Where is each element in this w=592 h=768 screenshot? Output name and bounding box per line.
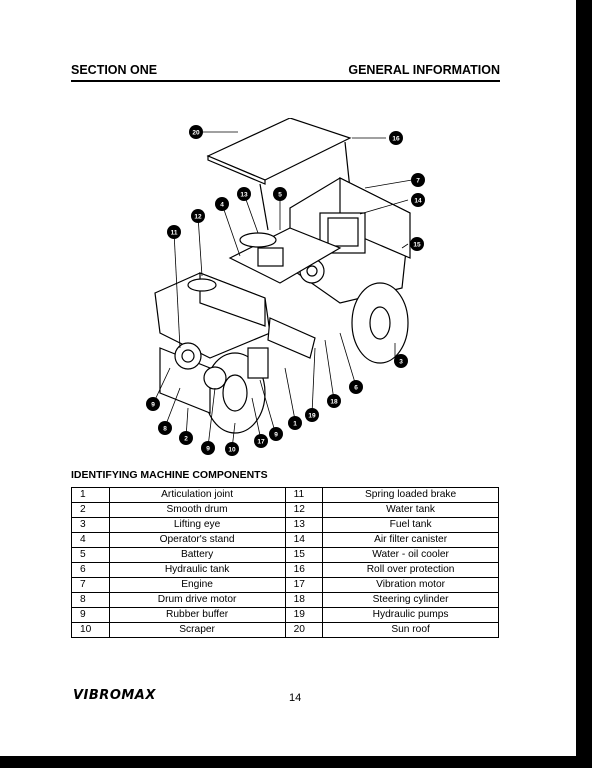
component-number: 11	[284, 487, 324, 503]
component-name: Vibration motor	[322, 577, 499, 593]
component-name: Hydraulic pumps	[322, 607, 499, 623]
component-number: 4	[71, 532, 110, 548]
component-name: Battery	[108, 547, 286, 563]
component-number: 17	[284, 577, 324, 593]
component-number: 10	[71, 622, 110, 638]
component-number: 19	[284, 607, 324, 623]
callout-14: 14	[414, 197, 422, 204]
callout-8: 8	[163, 425, 167, 432]
machine-illustration: 20 16 13 5 7 14 4 12 11 15 3 6 18 19 9 8…	[146, 118, 425, 456]
component-name: Water - oil cooler	[322, 547, 499, 563]
component-name: Fuel tank	[322, 517, 499, 533]
vibromax-logo: VIBROMAX	[73, 688, 156, 703]
callout-15: 15	[413, 241, 421, 248]
manual-page: SECTION ONE GENERAL INFORMATION	[0, 0, 576, 756]
callout-11: 11	[171, 229, 178, 236]
page-number: 14	[289, 692, 302, 704]
callout-9-right: 9	[274, 431, 278, 438]
callout-1: 1	[293, 420, 297, 427]
section-title: SECTION ONE	[71, 63, 158, 77]
callout-13: 13	[240, 191, 248, 198]
callout-19: 19	[308, 412, 316, 419]
component-number: 7	[71, 577, 110, 593]
component-name: Drum drive motor	[108, 592, 286, 608]
component-number: 3	[71, 517, 110, 533]
components-heading: IDENTIFYING MACHINE COMPONENTS	[71, 469, 268, 481]
callout-16: 16	[392, 135, 400, 142]
component-name: Lifting eye	[108, 517, 286, 533]
component-number: 15	[284, 547, 324, 563]
callout-18: 18	[330, 398, 338, 405]
component-number: 14	[284, 532, 324, 548]
component-name: Smooth drum	[108, 502, 286, 518]
component-number: 8	[71, 592, 110, 608]
component-number: 1	[71, 487, 110, 503]
component-name: Roll over protection	[322, 562, 499, 578]
component-number: 12	[284, 502, 324, 518]
component-name: Water tank	[322, 502, 499, 518]
callout-12: 12	[194, 213, 202, 220]
component-name: Air filter canister	[322, 532, 499, 548]
callout-6: 6	[354, 384, 358, 391]
component-name: Rubber buffer	[108, 607, 286, 623]
component-number: 5	[71, 547, 110, 563]
component-number: 20	[284, 622, 324, 638]
callout-9-bottom: 9	[206, 445, 210, 452]
header-rule	[71, 80, 500, 82]
component-name: Hydraulic tank	[108, 562, 286, 578]
component-number: 6	[71, 562, 110, 578]
component-number: 13	[284, 517, 324, 533]
component-number: 9	[71, 607, 110, 623]
callout-17: 17	[257, 438, 265, 445]
component-number: 16	[284, 562, 324, 578]
callout-5: 5	[278, 191, 282, 198]
callout-9-left: 9	[151, 401, 155, 408]
callout-3: 3	[399, 358, 403, 365]
component-name: Engine	[108, 577, 286, 593]
component-name: Steering cylinder	[322, 592, 499, 608]
component-name: Scraper	[108, 622, 286, 638]
component-name: Spring loaded brake	[322, 487, 499, 503]
callout-2: 2	[184, 435, 188, 442]
component-number: 2	[71, 502, 110, 518]
callout-7: 7	[416, 177, 420, 184]
component-name: Sun roof	[322, 622, 499, 638]
chapter-title: GENERAL INFORMATION	[348, 63, 500, 77]
component-name: Operator's stand	[108, 532, 286, 548]
callout-10: 10	[228, 446, 236, 453]
callout-20: 20	[192, 129, 200, 136]
component-number: 18	[284, 592, 324, 608]
callout-4: 4	[220, 201, 224, 208]
component-name: Articulation joint	[108, 487, 286, 503]
